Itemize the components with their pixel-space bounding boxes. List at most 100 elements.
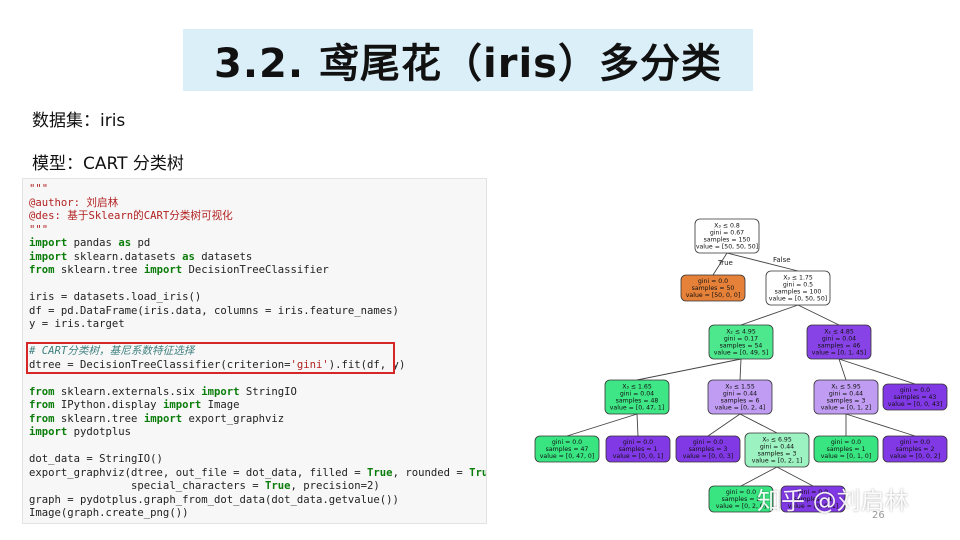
tree-node-text: gini = 0.0 [726, 489, 756, 496]
tree-node-text: X₃ ≤ 1.55 [725, 384, 755, 391]
tree-node-text: gini = 0.44 [723, 391, 757, 398]
tree-node-text: X₃ ≤ 0.8 [714, 223, 740, 230]
tree-node-text: gini = 0.04 [822, 336, 856, 343]
watermark: 知乎 @刘启林 [757, 487, 909, 515]
tree-node-text: value = [0, 2, 0] [716, 503, 767, 510]
tree-node-text: samples = 1 [794, 496, 833, 503]
tree-node-box [605, 435, 671, 463]
code-line: df = pd.DataFrame(iris.data, columns = i… [29, 304, 399, 317]
tree-edge [740, 466, 778, 487]
tree-node-text: value = [0, 47, 0] [540, 453, 594, 460]
tree-edge [740, 304, 799, 326]
code-line: import pandas as pd [29, 237, 151, 249]
tree-node-box [708, 485, 774, 513]
tree-node-text: samples = 100 [775, 289, 822, 296]
tree-node-box [604, 379, 670, 415]
tree-node-text: gini = 0.0 [698, 278, 728, 285]
tree-node-text: samples = 3 [827, 398, 866, 405]
tree-node-text: gini = 0.67 [710, 230, 744, 237]
tree-node-text: value = [0, 1, 0] [821, 453, 872, 460]
tree-node-text: samples = 48 [616, 398, 659, 405]
page-number: 26 [872, 510, 885, 521]
tree-edge [739, 413, 778, 434]
tree-node-text: value = [50, 50, 50] [696, 244, 758, 251]
tree-node-text: gini = 0.5 [783, 282, 813, 289]
tree-node-text: samples = 50 [692, 285, 735, 292]
tree-node-text: value = [0, 1, 2] [821, 405, 872, 412]
tree-node-box [534, 435, 600, 463]
tree-node-text: X₃ ≤ 1.65 [622, 384, 652, 391]
tree-node-text: gini = 0.0 [798, 489, 828, 496]
tree-node-text: samples = 54 [720, 343, 763, 350]
tree-node-box [813, 435, 879, 463]
tree-node-text: value = [0, 47, 1] [610, 405, 664, 412]
tree-node-text: gini = 0.0 [900, 439, 930, 446]
tree-node-box [694, 218, 760, 254]
code-line: import pydotplus [29, 426, 132, 438]
title-banner: 3.2. 鸢尾花（iris）多分类 [183, 29, 753, 91]
code-line: export_graphviz(dtree, out_file = dot_da… [29, 466, 486, 479]
tree-node-text: samples = 6 [721, 398, 760, 405]
slide-title: 3.2. 鸢尾花（iris）多分类 [214, 41, 722, 87]
tree-node-text: X₁ ≤ 5.95 [831, 384, 861, 391]
code-line: from IPython.display import Image [29, 399, 240, 411]
code-line: special_characters = True, precision=2) [29, 480, 380, 492]
tree-node-text: value = [0, 49, 5] [714, 350, 768, 357]
tree-node-text: gini = 0.0 [623, 439, 653, 446]
model-label: 模型：CART 分类树 [32, 154, 184, 174]
tree-node-box [806, 324, 872, 360]
tree-node-text: samples = 150 [704, 237, 751, 244]
tree-node-box [780, 485, 846, 513]
tree-node-box [707, 379, 773, 415]
tree-node-text: gini = 0.44 [760, 444, 794, 451]
tree-node-text: X₂ ≤ 4.85 [824, 329, 854, 336]
code-line: dtree = DecisionTreeClassifier(criterion… [29, 358, 406, 371]
tree-node-box [882, 435, 948, 463]
tree-edge [726, 252, 799, 272]
code-line: iris = datasets.load_iris() [29, 291, 202, 303]
tree-node-text: gini = 0.17 [724, 336, 758, 343]
code-line: graph = pydotplus.graph_from_dot_data(do… [29, 493, 399, 506]
tree-node-text: gini = 0.04 [620, 391, 654, 398]
tree-node-text: value = [50, 0, 0] [686, 292, 740, 299]
code-line: @des: 基于Sklearn的CART分类树可视化 [29, 210, 233, 222]
tree-edge [838, 358, 847, 381]
tree-node-text: samples = 47 [546, 446, 589, 453]
edge-label-true: True [717, 259, 733, 267]
tree-edge [636, 413, 639, 437]
code-line: dot_data = StringIO() [29, 453, 163, 465]
tree-node-text: gini = 0.0 [693, 439, 723, 446]
tree-edge [707, 413, 741, 437]
tree-node-text: gini = 0.44 [829, 391, 863, 398]
code-line: Image(graph.create_png()) [29, 507, 189, 519]
code-line: from sklearn.externals.six import String… [29, 385, 297, 398]
tree-node-text: value = [0, 0, 43] [888, 401, 942, 408]
tree-node-text: samples = 3 [689, 446, 728, 453]
tree-edge [776, 466, 814, 487]
tree-edge [739, 358, 742, 381]
code-line: y = iris.target [29, 318, 125, 330]
tree-node-text: value = [0, 0, 3] [683, 453, 734, 460]
tree-node-text: samples = 43 [894, 394, 937, 401]
code-block: """ @author: 刘启林 @des: 基于Sklearn的CART分类树… [29, 183, 486, 521]
code-line: @author: 刘启林 [29, 196, 119, 209]
code-line: # CART分类树，基尼系数特征选择 [29, 345, 195, 357]
tree-node-text: samples = 3 [758, 451, 797, 458]
tree-node-box [765, 270, 831, 306]
tree-node-text: value = [0, 2, 4] [715, 405, 766, 412]
